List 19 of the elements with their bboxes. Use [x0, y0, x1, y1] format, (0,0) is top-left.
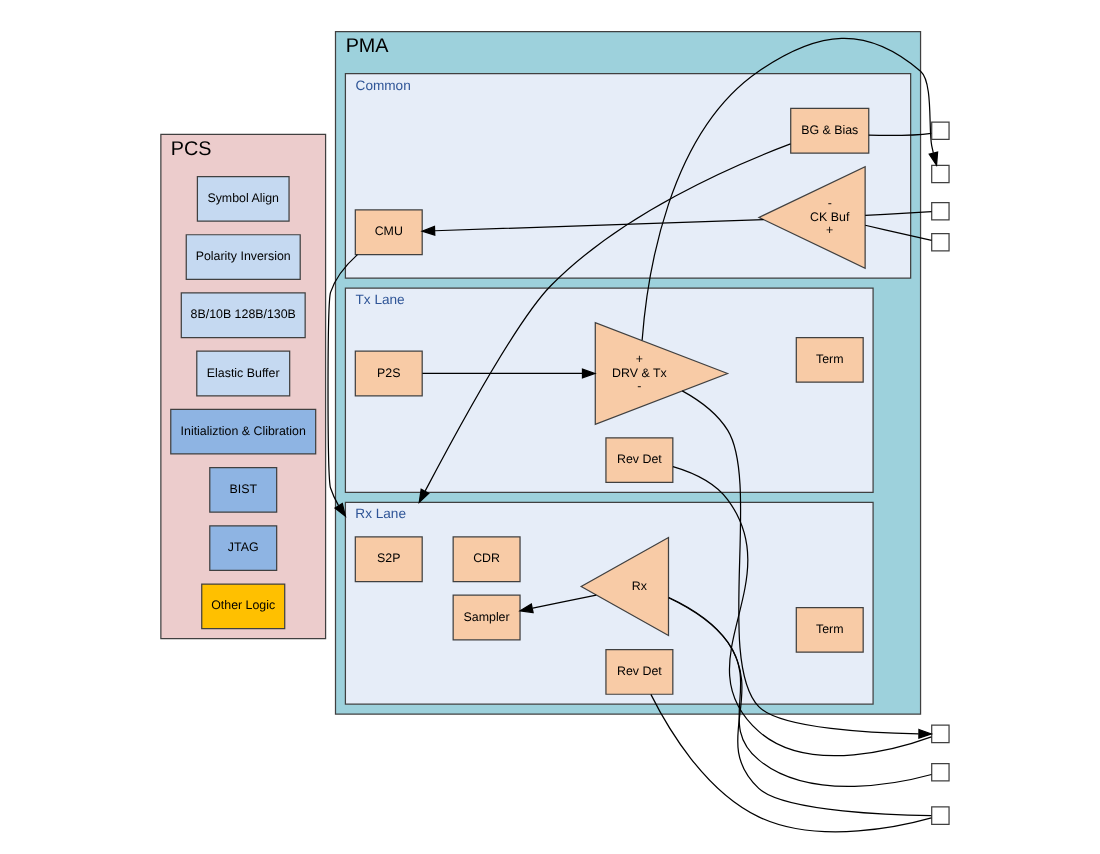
connector [864, 224, 933, 242]
arrow [420, 219, 765, 236]
arrow [641, 37, 939, 341]
node-box [931, 121, 950, 140]
connector [672, 466, 932, 757]
arrow [327, 254, 359, 518]
node-box [931, 201, 950, 221]
node-box [931, 724, 950, 744]
arrow [421, 368, 597, 379]
connector [650, 693, 933, 833]
node-box [931, 763, 950, 782]
arrow [418, 143, 792, 504]
node-box [931, 232, 950, 252]
arrow [518, 594, 597, 614]
connector [868, 132, 932, 136]
arrow [681, 390, 934, 739]
node-box [931, 806, 950, 825]
connector [864, 211, 933, 217]
node-box [931, 164, 950, 184]
